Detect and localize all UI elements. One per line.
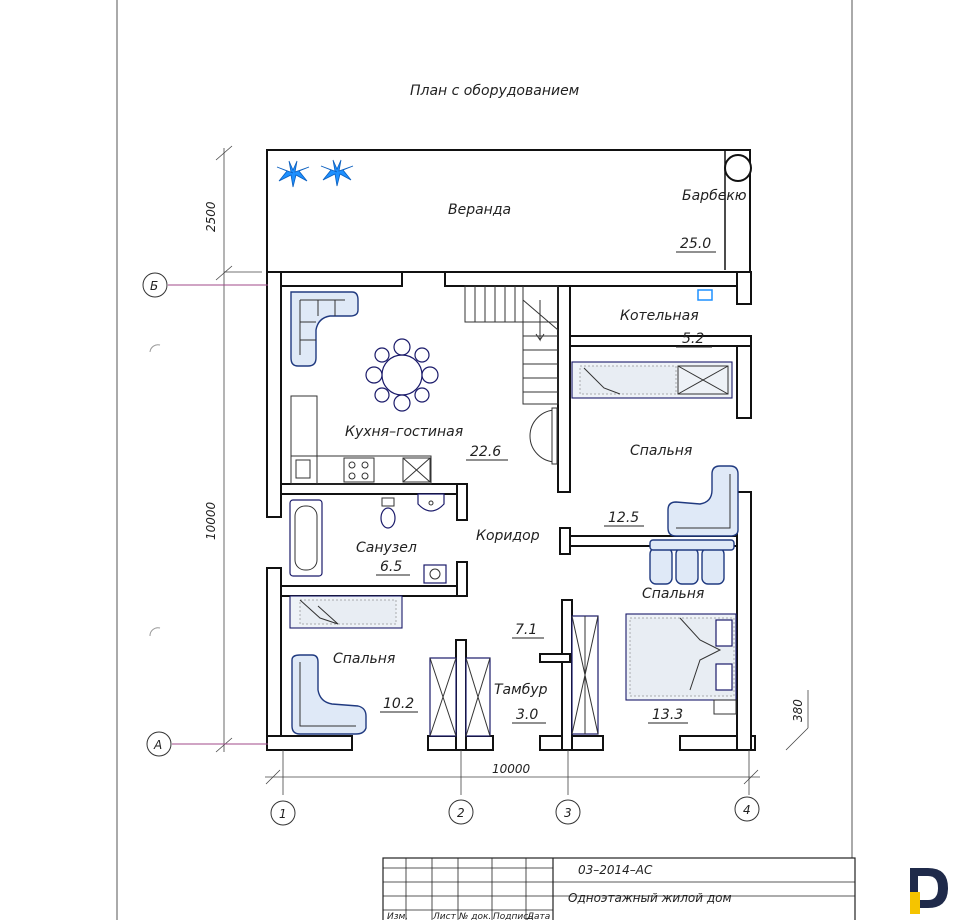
- room-corridor-area: 7.1: [515, 622, 537, 638]
- boiler-equipment: [697, 289, 713, 301]
- title-block-header-list: Лист: [432, 912, 457, 920]
- bedroom-left-wardrobe: [289, 595, 403, 629]
- dim-house-width: 10000: [492, 762, 531, 776]
- room-bedroom-top-area: 12.5: [608, 510, 639, 526]
- plant-icon: [320, 159, 354, 187]
- axis-bubble-2: [448, 799, 474, 825]
- room-veranda-name: Веранда: [448, 202, 511, 218]
- dim-house-depth: 10000: [204, 501, 218, 540]
- wall-east-mid: [736, 335, 752, 419]
- bbq-icon: [724, 154, 752, 182]
- axis-bubble-3: [555, 799, 581, 825]
- room-bathroom-name: Санузел: [356, 540, 417, 556]
- room-boiler-name: Котельная: [620, 308, 699, 324]
- bedroom-top-wardrobe: [571, 361, 733, 399]
- room-bedroom-bottom-name: Спальня: [642, 586, 704, 602]
- horizontal-dimension: [265, 750, 760, 795]
- binder-hole: [149, 627, 161, 637]
- room-bbq-name: Барбекю: [682, 188, 747, 204]
- room-vestibule-area: 3.0: [516, 707, 538, 723]
- wall-west-lower: [266, 567, 282, 751]
- room-veranda-area: 25.0: [680, 236, 711, 252]
- title-block-project: Одноэтажный жилой дом: [568, 891, 732, 905]
- kitchen-counter: [290, 395, 432, 485]
- title-block-code: 03–2014–АС: [578, 863, 653, 877]
- wall-kitchen-bath: [280, 483, 468, 495]
- bedroom-top-armchair: [667, 465, 739, 537]
- wall-west-upper: [266, 271, 282, 518]
- dim-veranda-depth: 2500: [204, 201, 218, 232]
- wall-stair-east: [557, 285, 571, 493]
- toilet: [380, 497, 396, 529]
- room-kitchen-area: 22.6: [470, 444, 501, 460]
- bedroom-left-armchair: [291, 654, 367, 735]
- binder-hole: [149, 344, 161, 353]
- title-block-header-sign: Подпись: [493, 912, 533, 920]
- wall-south-left: [266, 735, 353, 751]
- room-bedroom-top-name: Спальня: [630, 443, 692, 459]
- door-leaf: [551, 407, 558, 465]
- plan-title: План с оборудованием: [410, 83, 580, 99]
- axis-bubble-4: [734, 796, 760, 822]
- room-kitchen-name: Кухня–гостиная: [345, 424, 463, 440]
- wall-east-upper: [736, 271, 752, 305]
- double-bed: [625, 613, 737, 715]
- title-block-header-date: Дата: [526, 912, 550, 920]
- wall-bath-east: [456, 483, 468, 521]
- corridor-wardrobe: [571, 615, 599, 735]
- axis-label-a: А: [153, 738, 162, 752]
- wall-boiler-south: [569, 335, 752, 347]
- wall-bedrooms-stub: [559, 527, 571, 555]
- title-block-header-izm: Изм.: [387, 912, 408, 920]
- room-boiler-area: 5.2: [682, 331, 704, 347]
- room-corridor-name: Коридор: [476, 528, 540, 544]
- brand-logo-icon: [910, 868, 948, 914]
- wall-east-lower: [736, 491, 752, 751]
- title-block: [382, 857, 856, 920]
- bedroom-bottom-chairs: [649, 539, 735, 585]
- wall-vestibule-east: [561, 599, 573, 751]
- wall-north-right: [444, 271, 751, 287]
- wall-bath-south: [280, 585, 468, 597]
- axis-bubble-a: [146, 731, 172, 757]
- wall-bath-east2: [456, 561, 468, 597]
- room-bedroom-bottom-area: 13.3: [652, 707, 683, 723]
- room-bathroom-area: 6.5: [380, 559, 402, 575]
- vertical-dimension: [215, 145, 262, 753]
- plant-icon: [276, 160, 310, 188]
- room-vestibule-name: Тамбур: [494, 682, 548, 698]
- wall-vestibule-west: [455, 639, 467, 751]
- axis-bubble-1: [270, 800, 296, 826]
- axis-label-3: 3: [564, 806, 572, 820]
- staircase: [464, 285, 559, 405]
- axis-label-4: 4: [743, 803, 751, 817]
- axis-bubble-b: [142, 272, 168, 298]
- kitchen-sofa: [290, 291, 359, 367]
- wall-vestibule-stub: [539, 653, 571, 663]
- room-bedroom-left-area: 10.2: [383, 696, 414, 712]
- door-arc: [529, 409, 557, 463]
- axis-label-1: 1: [279, 807, 287, 821]
- bathtub: [289, 499, 323, 577]
- title-block-header-doc: № док.: [458, 912, 491, 920]
- axis-label-2: 2: [457, 806, 465, 820]
- dim-wall-thickness: 380: [791, 699, 805, 722]
- washbasin: [417, 493, 445, 512]
- wall-north-left: [266, 271, 403, 287]
- wall-thickness-dim: [785, 690, 809, 751]
- room-bedroom-left-name: Спальня: [333, 651, 395, 667]
- washing-machine: [423, 564, 447, 584]
- axis-label-b: Б: [150, 279, 158, 293]
- dining-table: [365, 338, 439, 412]
- vestibule-wardrobe: [429, 657, 491, 737]
